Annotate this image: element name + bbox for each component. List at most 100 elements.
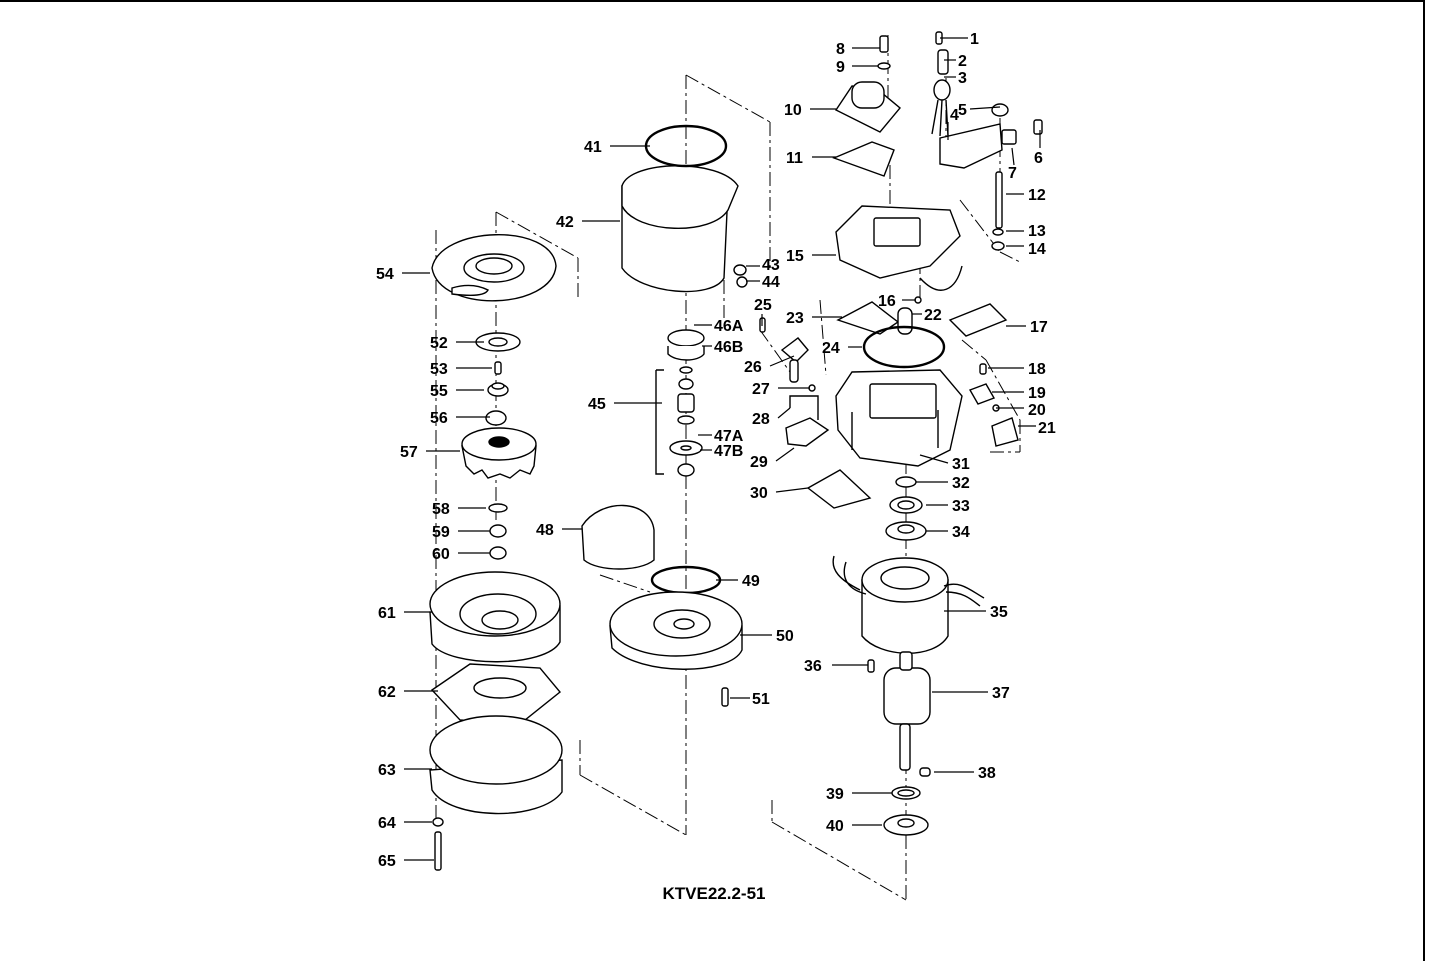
part-label-43: 43 xyxy=(762,257,780,274)
guide-line-21 xyxy=(759,329,791,373)
part-drawing-45-seat xyxy=(677,415,695,425)
leader-line-26 xyxy=(769,355,795,367)
guide-line-16 xyxy=(999,251,1021,263)
part-label-54: 54 xyxy=(376,266,394,283)
part-label-60: 60 xyxy=(432,546,450,563)
part-label-51: 51 xyxy=(752,691,770,708)
part-drawing-12 xyxy=(995,171,1003,229)
guide-line-1 xyxy=(685,74,771,123)
part-label-7: 7 xyxy=(1008,165,1017,182)
leader-line-29 xyxy=(775,447,795,462)
part-drawing-45-bracket xyxy=(655,369,664,475)
part-drawing-29 xyxy=(785,417,830,447)
part-label-14: 14 xyxy=(1028,241,1046,258)
part-label-36: 36 xyxy=(804,658,822,675)
part-drawing-36 xyxy=(867,659,875,673)
part-label-61: 61 xyxy=(378,605,396,622)
part-drawing-39-hole xyxy=(897,789,915,797)
part-drawing-54-slot xyxy=(451,284,489,297)
assembly-guide-lines xyxy=(435,35,1021,901)
part-label-21: 21 xyxy=(1038,420,1056,437)
guide-line-10 xyxy=(599,574,651,593)
part-label-49: 49 xyxy=(742,573,760,590)
part-label-53: 53 xyxy=(430,361,448,378)
part-label-41: 41 xyxy=(584,139,602,156)
part-label-37: 37 xyxy=(992,685,1010,702)
part-drawing-51 xyxy=(721,687,729,707)
part-label-20: 20 xyxy=(1028,402,1046,419)
part-label-57: 57 xyxy=(400,444,418,461)
part-drawing-21 xyxy=(991,417,1019,447)
part-drawing-52-hole xyxy=(488,337,508,347)
part-label-24: 24 xyxy=(822,340,840,357)
leader-line-28 xyxy=(777,407,791,419)
part-label-9: 9 xyxy=(836,59,845,76)
part-label-31: 31 xyxy=(952,456,970,473)
part-label-11: 11 xyxy=(786,150,803,167)
part-drawing-30 xyxy=(806,469,872,509)
part-drawing-57-hub xyxy=(488,436,510,448)
part-label-64: 64 xyxy=(378,815,396,832)
part-label-48: 48 xyxy=(536,522,554,539)
part-drawing-15-wire xyxy=(919,265,963,291)
part-drawing-54-hole xyxy=(475,257,513,275)
part-label-38: 38 xyxy=(978,765,996,782)
part-label-1: 1 xyxy=(970,31,979,48)
guide-line-5 xyxy=(495,211,579,259)
part-label-39: 39 xyxy=(826,786,844,803)
guide-line-24 xyxy=(985,359,1021,421)
part-label-23: 23 xyxy=(786,310,804,327)
part-label-19: 19 xyxy=(1028,385,1046,402)
diagram-caption: KTVE22.2-51 xyxy=(663,884,766,903)
leader-line-7 xyxy=(1011,147,1015,166)
part-drawing-40-hole xyxy=(897,818,915,828)
part-drawing-17 xyxy=(948,303,1008,337)
part-label-12: 12 xyxy=(1028,187,1046,204)
part-label-59: 59 xyxy=(432,524,450,541)
part-label-46b: 46B xyxy=(714,339,743,356)
part-label-34: 34 xyxy=(952,524,970,541)
part-drawing-33-hole xyxy=(897,500,915,510)
part-drawing-63 xyxy=(429,715,563,785)
part-label-18: 18 xyxy=(1028,361,1046,378)
part-label-44: 44 xyxy=(762,274,780,291)
part-label-30: 30 xyxy=(750,485,768,502)
part-label-6: 6 xyxy=(1034,150,1043,167)
part-drawings xyxy=(429,31,1043,871)
part-drawing-15-plate xyxy=(873,217,921,247)
part-drawing-35-leads xyxy=(832,555,985,607)
part-drawing-65 xyxy=(434,831,442,871)
part-label-56: 56 xyxy=(430,410,448,427)
part-drawing-37-commutator xyxy=(899,651,913,671)
part-drawing-19 xyxy=(968,383,996,405)
part-label-10: 10 xyxy=(784,102,802,119)
part-label-58: 58 xyxy=(432,501,450,518)
part-label-4: 4 xyxy=(950,107,959,124)
part-label-3: 3 xyxy=(958,70,967,87)
leader-lines xyxy=(402,37,1041,861)
part-drawing-18 xyxy=(979,363,987,375)
part-drawing-55-top xyxy=(491,382,505,390)
part-drawing-62-hole xyxy=(473,677,527,699)
part-label-32: 32 xyxy=(952,475,970,492)
part-label-8: 8 xyxy=(836,41,845,58)
part-label-63: 63 xyxy=(378,762,396,779)
part-label-35: 35 xyxy=(990,604,1008,621)
part-drawing-35-bore xyxy=(880,566,930,590)
part-drawing-45-spring xyxy=(677,393,695,413)
part-drawing-48 xyxy=(581,504,655,570)
part-drawing-46b xyxy=(667,346,705,361)
part-drawing-11 xyxy=(832,141,895,177)
part-drawing-26-stem xyxy=(789,359,799,383)
part-label-2: 2 xyxy=(958,53,967,70)
leader-line-31 xyxy=(919,454,949,464)
part-label-33: 33 xyxy=(952,498,970,515)
part-label-46a: 46A xyxy=(714,318,744,335)
part-drawing-61-hole xyxy=(481,610,519,630)
part-drawing-31-plate xyxy=(869,383,937,419)
part-drawing-28 xyxy=(789,395,819,420)
part-drawing-24 xyxy=(862,325,946,369)
guide-line-23 xyxy=(961,339,987,361)
